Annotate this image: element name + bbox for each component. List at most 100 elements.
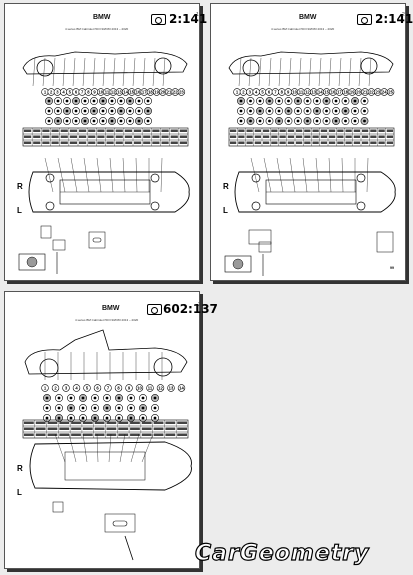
table-cell-value <box>279 129 286 132</box>
sheet-1-brand: BMW <box>93 14 111 21</box>
table-cell-value <box>106 135 114 138</box>
detail-label-box <box>258 241 272 253</box>
point-number: 6 <box>96 386 99 391</box>
table-cell-value <box>238 141 245 144</box>
car-side-outline <box>228 51 394 75</box>
pointer-line <box>238 57 242 87</box>
fastener-center-icon <box>117 416 121 420</box>
point-number: 12 <box>111 90 116 95</box>
point-number: 12 <box>158 386 163 391</box>
left-side-label: L <box>17 488 22 497</box>
table-cell-value <box>24 433 34 436</box>
pointer-line <box>135 157 138 193</box>
table-cell-value <box>165 433 176 436</box>
table-cell-value <box>141 421 152 424</box>
table-cell-value <box>33 135 41 138</box>
sheet-3-brand: BMW <box>102 305 120 312</box>
fastener-center-icon <box>315 119 319 123</box>
detail-label-box <box>52 239 66 251</box>
table-cell-value <box>161 129 169 132</box>
wheel-hub <box>150 201 160 211</box>
fastener-center-icon <box>65 99 69 103</box>
point-number: 4 <box>75 386 78 391</box>
point-marker <box>135 384 144 392</box>
table-cell-value <box>153 421 164 424</box>
table-cell-value <box>353 129 360 132</box>
fastener-center-icon <box>117 406 121 410</box>
table-cell-value <box>179 141 187 144</box>
pointer-line <box>102 57 106 87</box>
table-cell-value <box>329 129 336 132</box>
wheel-hub <box>45 173 55 183</box>
point-number: 14 <box>179 386 184 391</box>
camera-icon <box>151 14 166 25</box>
fastener-center-icon <box>119 119 123 123</box>
fastener-center-icon <box>105 416 109 420</box>
point-number: 2 <box>50 90 53 95</box>
pointer-line <box>278 57 282 87</box>
table-cell-value <box>320 129 327 132</box>
point-number: 10 <box>137 386 142 391</box>
table-cell-value <box>106 141 114 144</box>
table-cell-value <box>134 135 142 138</box>
table-cell-value <box>82 433 93 436</box>
table-cell-value <box>71 427 81 430</box>
pointer-line <box>160 157 163 193</box>
right-side-label: R <box>223 182 229 191</box>
point-marker <box>156 384 165 392</box>
pointer-line <box>288 57 292 87</box>
point-marker <box>72 384 81 392</box>
fastener-center-icon <box>258 109 262 113</box>
point-number: 18 <box>343 90 348 95</box>
table-cell-value <box>106 421 117 424</box>
table-cell-value <box>106 129 114 132</box>
pointer-line <box>366 157 369 193</box>
fastener-center-icon <box>315 99 319 103</box>
fastener-center-icon <box>146 99 150 103</box>
fastener-center-icon <box>110 109 114 113</box>
fastener-center-icon <box>306 119 309 123</box>
fastener-center-icon <box>129 396 133 400</box>
fastener-center-icon <box>287 109 290 113</box>
fastener-center-icon <box>47 109 51 113</box>
pointer-line <box>42 57 46 87</box>
pointer-line <box>109 157 114 193</box>
fastener-center-icon <box>93 406 97 410</box>
point-number: 3 <box>65 386 68 391</box>
table-cell-value <box>370 141 377 144</box>
table-cell-value <box>71 433 81 436</box>
point-number: 1 <box>44 90 47 95</box>
wheel-hub <box>150 173 160 183</box>
fastener-center-icon <box>153 416 157 420</box>
fastener-center-icon <box>137 99 141 103</box>
table-cell-value <box>287 129 294 132</box>
table-cell-value <box>179 129 187 132</box>
pointer-line <box>248 57 252 87</box>
detail-part-icon <box>232 258 244 270</box>
table-cell-value <box>59 421 70 424</box>
point-marker <box>41 384 49 392</box>
point-number: 11 <box>299 90 304 95</box>
fastener-center-icon <box>45 396 49 400</box>
table-cell-value <box>47 433 58 436</box>
pointer-line <box>62 57 66 87</box>
left-side-label: L <box>223 206 228 215</box>
point-number: 22 <box>173 90 178 95</box>
table-cell-value <box>24 421 34 424</box>
point-number: 19 <box>154 90 159 95</box>
table-cell-value <box>353 141 360 144</box>
table-cell-value <box>170 129 178 132</box>
wheel-hub <box>45 201 55 211</box>
pointer-line <box>44 157 54 193</box>
point-number: 10 <box>292 90 297 95</box>
point-marker <box>62 384 70 392</box>
point-number: 4 <box>62 90 65 95</box>
detail-box <box>376 231 394 253</box>
fastener-center-icon <box>93 396 97 400</box>
table-cell-value <box>130 427 140 430</box>
fastener-center-icon <box>258 99 262 103</box>
fastener-center-icon <box>287 99 290 103</box>
fastener-center-icon <box>344 109 347 113</box>
fastener-center-icon <box>47 119 51 123</box>
point-number: 19 <box>350 90 355 95</box>
